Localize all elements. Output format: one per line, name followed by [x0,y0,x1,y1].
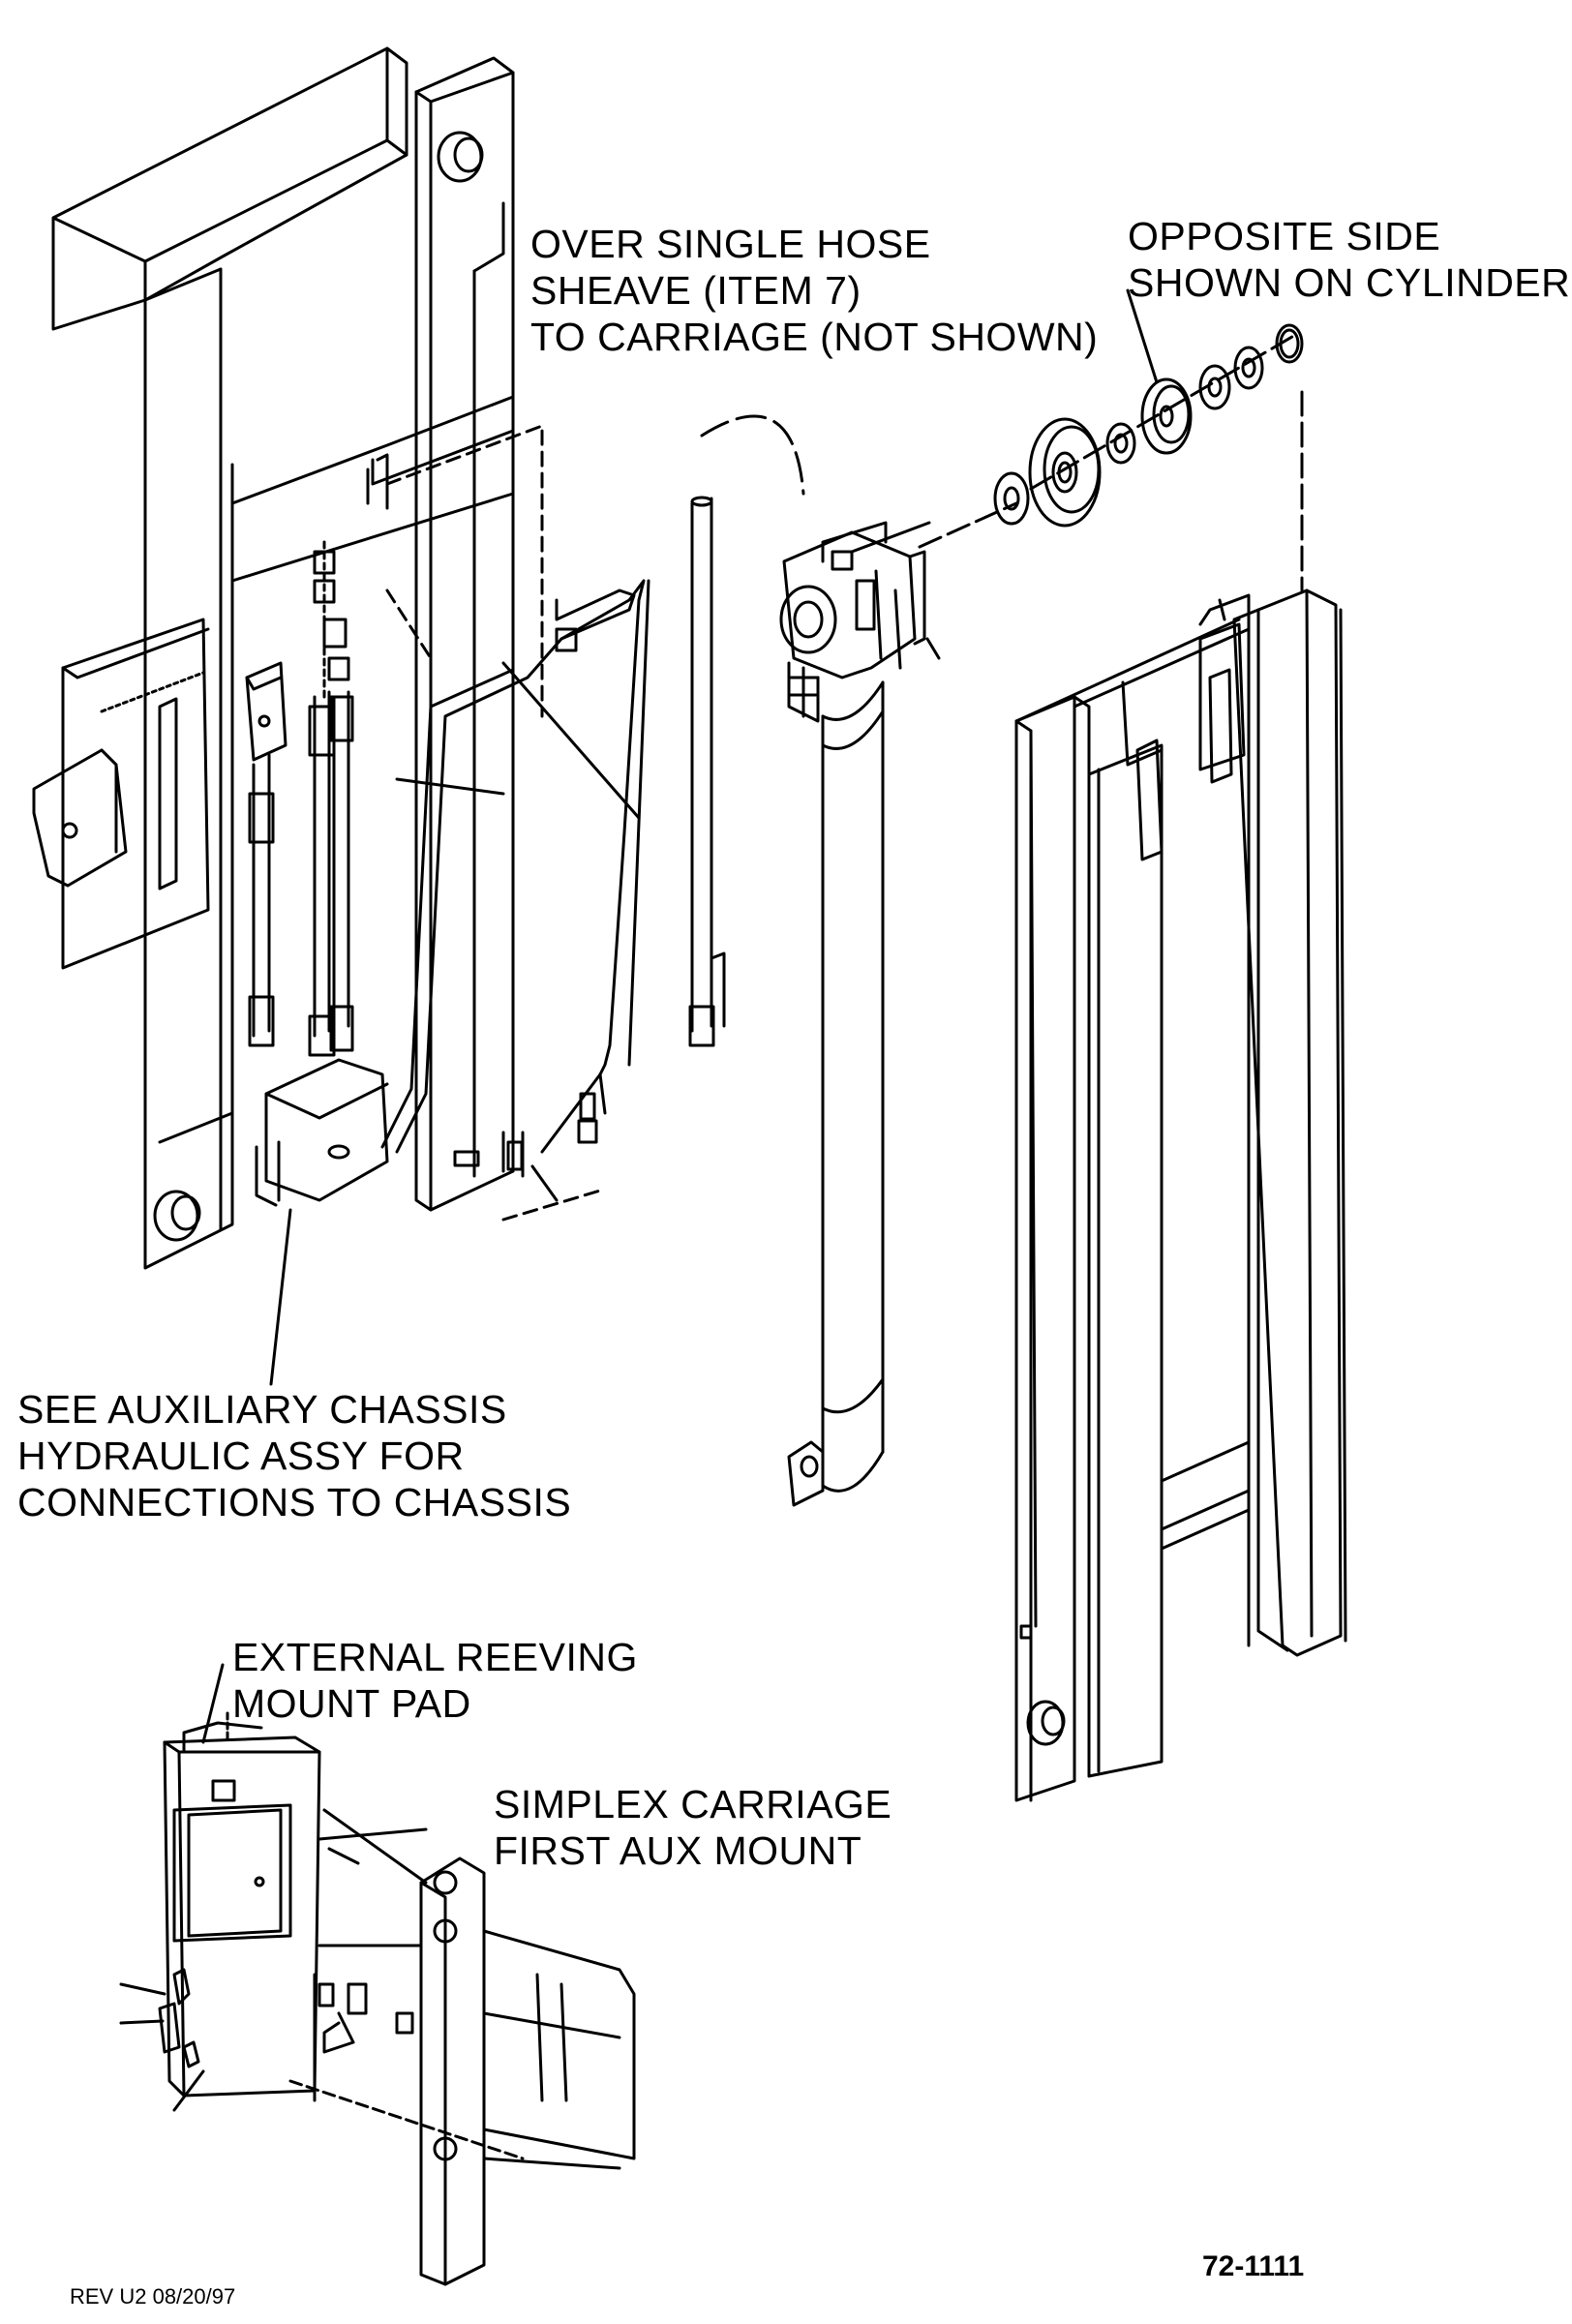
label-simplex-carriage: SIMPLEX CARRIAGE FIRST AUX MOUNT [494,1781,892,1874]
label-line: CONNECTIONS TO CHASSIS [17,1480,572,1524]
label-line: HYDRAULIC ASSY FOR [17,1434,465,1478]
label-aux-chassis: SEE AUXILIARY CHASSIS HYDRAULIC ASSY FOR… [17,1386,571,1525]
label-opposite-side: OPPOSITE SIDE SHOWN ON CYLINDER [1128,213,1570,306]
label-line: SHEAVE (ITEM 7) [530,268,862,313]
label-hose-sheave: OVER SINGLE HOSE SHEAVE (ITEM 7) TO CARR… [530,221,1098,360]
label-line: MOUNT PAD [232,1681,471,1726]
label-line: FIRST AUX MOUNT [494,1828,862,1873]
label-line: OVER SINGLE HOSE [530,222,931,266]
label-line: SIMPLEX CARRIAGE [494,1782,892,1826]
label-line: SHOWN ON CYLINDER [1128,260,1571,305]
label-line: SEE AUXILIARY CHASSIS [17,1387,507,1432]
simplex-carriage [119,1663,636,2286]
revision-label: REV U2 08/20/97 [70,2284,236,2309]
label-line: TO CARRIAGE (NOT SHOWN) [530,315,1099,359]
lift-cylinder [688,414,1018,1507]
sheave-parts [993,288,1304,592]
label-line: EXTERNAL REEVING [232,1635,638,1679]
hose-assembly [245,540,650,1386]
drawing-number: 72-1111 [1202,2250,1305,2282]
mast-frame [32,46,602,1270]
label-line: OPPOSITE SIDE [1128,214,1441,258]
label-reeving-pad: EXTERNAL REEVING MOUNT PAD [232,1634,638,1727]
inner-mast [1014,589,1347,1802]
